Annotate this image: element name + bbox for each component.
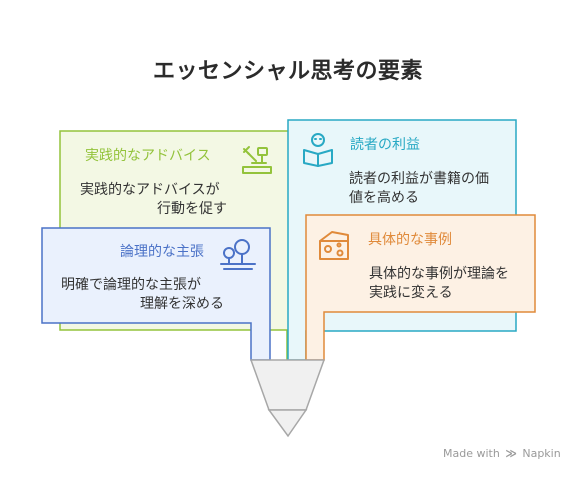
- watermark-prefix: Made with: [443, 447, 500, 460]
- funnel-top: [249, 359, 326, 411]
- card-advice-header: 実践的なアドバイス: [85, 148, 211, 164]
- card-advice-body-line2: 行動を促す: [157, 201, 227, 217]
- card-logic-body-line2: 理解を深める: [140, 296, 224, 312]
- card-advice-body-line1: 実践的なアドバイスが: [80, 182, 220, 198]
- card-benefit-header: 読者の利益: [350, 137, 420, 153]
- napkin-watermark[interactable]: Made with ≫ Napkin: [443, 447, 561, 460]
- card-example-body-line2: 実践に変える: [369, 285, 453, 301]
- reader-icon: [303, 133, 333, 167]
- card-example-body-line1: 具体的な事例が理論を: [369, 266, 509, 282]
- card-benefit-body-line1: 読者の利益が書籍の価: [349, 171, 489, 187]
- tools-icon: [242, 146, 272, 174]
- card-logic-header: 論理的な主張: [120, 244, 204, 260]
- napkin-logo-icon: ≫: [505, 447, 517, 460]
- card-logic-body-line1: 明確で論理的な主張が: [61, 277, 201, 293]
- watermark-brand: Napkin: [522, 447, 561, 460]
- card-example-header: 具体的な事例: [368, 232, 452, 248]
- card-benefit-body-line2: 値を高める: [349, 190, 419, 206]
- funnel-tip: [267, 409, 308, 438]
- tree-icon: [220, 239, 256, 270]
- page-title: エッセンシャル思考の要素: [152, 59, 423, 84]
- cheese-icon: [319, 231, 349, 260]
